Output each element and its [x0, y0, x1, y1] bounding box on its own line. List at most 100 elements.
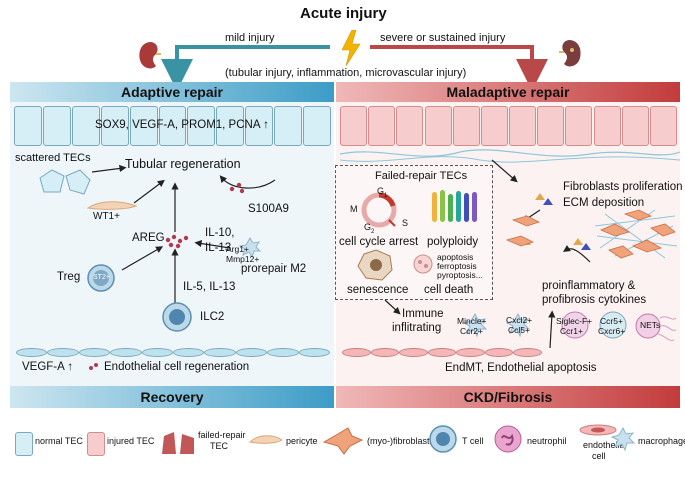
recovery-bar [10, 386, 334, 408]
injury-types-label: (tubular injury, inflammation, microvasc… [225, 67, 467, 79]
legend-pericyte: pericyte [286, 436, 318, 446]
adaptive-header: Adaptive repair [121, 84, 223, 100]
legend-endothelial-2: cell [592, 451, 606, 461]
failed-repair-box [335, 165, 493, 300]
kidney-healthy-icon [139, 42, 161, 69]
injured-tec [480, 106, 508, 146]
endothelial-cell [110, 348, 142, 357]
legend-injured-tec: injured TEC [107, 436, 155, 446]
polyploidy-label: polyploidy [427, 236, 479, 248]
cell-cycle-arrest-label: cell cycle arrest [339, 236, 419, 248]
tubular-regeneration-label: Tubular regeneration [125, 157, 241, 171]
normal-tec [303, 106, 331, 146]
cxcr6-label: Cxcr6+ [598, 326, 626, 336]
il5-label: IL-5, IL-13 [183, 281, 236, 293]
il10-label: IL-10, [205, 227, 235, 239]
fibroblast-cluster [505, 209, 678, 259]
macrophage-m2-icon [238, 237, 262, 259]
injured-tec [565, 106, 593, 146]
normal-tec [42, 106, 71, 146]
ccl5-label: Ccl5+ [508, 325, 530, 335]
injured-tec [621, 106, 649, 146]
endothelial-cell [513, 348, 542, 357]
injured-tec [396, 106, 424, 146]
injured-tec [537, 106, 565, 146]
legend-macrophage: macrophage [638, 436, 685, 446]
endothelial-cell [484, 348, 514, 357]
recovery-label: Recovery [140, 389, 204, 405]
failed-tec-swatch [162, 432, 194, 454]
endothelial-cell [78, 348, 111, 357]
siglec-neutrophil-icon [561, 311, 589, 339]
injured-tec [452, 106, 480, 146]
legend-fibroblast: (myo-)fibroblast [367, 436, 430, 446]
failed-repair-title: Failed-repair TECs [375, 170, 468, 182]
cxcl2-macrophage-icon [505, 312, 531, 338]
injured-tec [368, 106, 396, 146]
wt1-label: WT1+ [93, 211, 120, 222]
endothelial-cell [47, 348, 79, 357]
legend-failed-tec-2: TEC [210, 441, 228, 451]
normal-tec-swatch [15, 432, 33, 456]
maladaptive-header: Maladaptive repair [446, 84, 570, 100]
endothelial-cell [173, 348, 205, 357]
endothelial-regeneration-label: Endothelial cell regeneration [104, 361, 250, 373]
injured-tec [593, 106, 621, 146]
injured-tec [340, 106, 368, 146]
il13-label: IL-13 [205, 242, 232, 254]
treg-label: Treg [57, 271, 81, 283]
st2-label: ST2+ [93, 274, 110, 281]
legend: normal TEC injured TEC failed-repair TEC… [0, 418, 685, 478]
lightning-icon [341, 30, 361, 66]
nets-icon [635, 313, 677, 341]
endothelial-cell [298, 348, 330, 357]
arg1-label: Arg1+ [226, 244, 249, 254]
normal-tec [245, 106, 274, 146]
cytokines-label-2: profibrosis cytokines [542, 294, 647, 306]
mincle-label: Mincle+ [457, 316, 487, 326]
injured-tec-swatch [87, 432, 105, 456]
siglec-label: Siglec-F+ [556, 316, 593, 326]
mmp12-label: Mmp12+ [226, 254, 260, 264]
treg-cell-icon [87, 264, 115, 292]
maladaptive-header-bar [336, 82, 680, 102]
senescence-label: senescence [347, 284, 409, 296]
endothelial-cell [399, 348, 428, 357]
ferroptosis-label: ferroptosis [437, 261, 477, 271]
neutrophil-swatch [494, 425, 522, 453]
normal-tec [71, 106, 100, 146]
endothelial-cell [342, 348, 371, 357]
ccr1-label: Ccr1+ [560, 326, 583, 336]
g2-label: G2 [364, 222, 375, 235]
severe-injury-label: severe or sustained injury [380, 32, 506, 44]
normal-tec [129, 106, 158, 146]
legend-tcell: T cell [462, 436, 484, 446]
normal-tec [158, 106, 187, 146]
ilc2-cell-icon [162, 302, 192, 332]
cytokines-label-1: proinflammatory & [542, 280, 636, 292]
injured-tec [424, 106, 452, 146]
legend-endothelial-1: endothelial [583, 440, 627, 450]
injured-tec [649, 106, 677, 146]
endothelial-cell [456, 348, 485, 357]
fibroblast-proliferation-label: Fibroblasts proliferation [563, 181, 683, 193]
legend-normal-tec: normal TEC [35, 436, 83, 446]
senescent-cell-icon [357, 249, 393, 281]
ccr2-label: Ccr2+ [460, 326, 483, 336]
endothelial-cell [204, 348, 236, 357]
cell-death-icon [413, 254, 433, 274]
nets-label: NETs [640, 320, 661, 330]
tcell-swatch [429, 425, 457, 453]
scattered-tec-cells [39, 169, 91, 195]
normal-tec [187, 106, 216, 146]
injured-tec [509, 106, 537, 146]
endothelial-cell [370, 348, 400, 357]
legend-failed-tec-1: failed-repair [198, 430, 246, 440]
endothelial-cell [235, 348, 268, 357]
cxcl2-label: Cxcl2+ [506, 315, 533, 325]
endothelial-cell [427, 348, 457, 357]
immune-label-1: Immune [402, 308, 444, 320]
legend-neutrophil: neutrophil [527, 436, 567, 446]
